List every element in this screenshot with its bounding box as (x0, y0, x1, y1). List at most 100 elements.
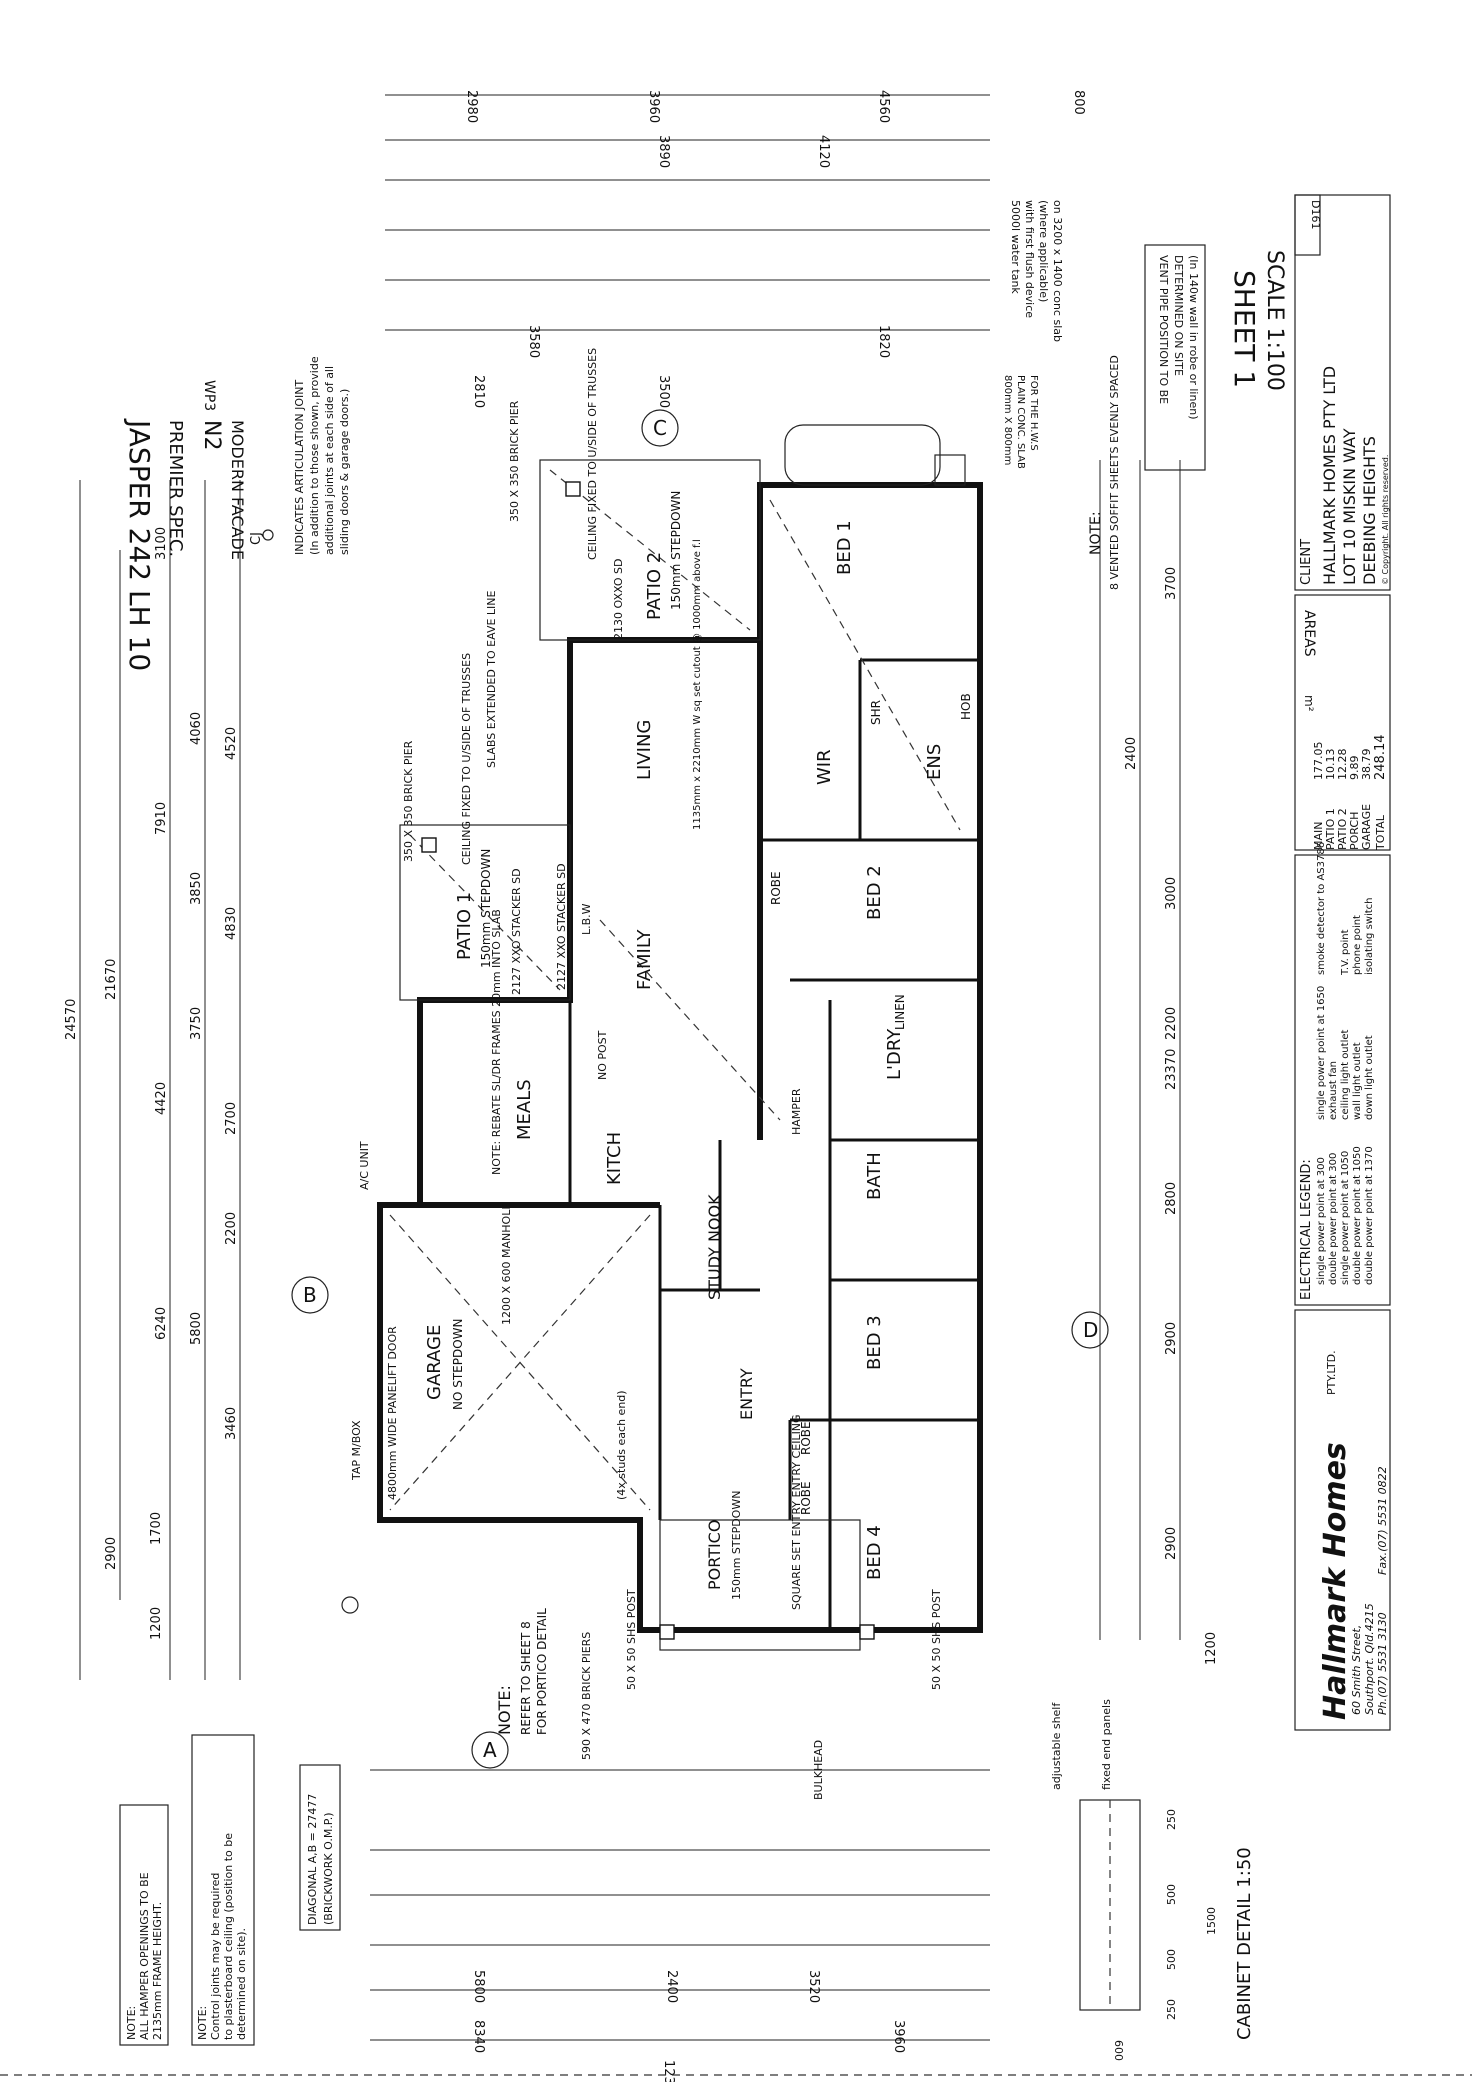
dim-right-r1-1: 2980 (464, 90, 479, 123)
title-block: JASPER 242 LH 10 PREMIER SPEC. N2 WP3 MO… (123, 380, 247, 671)
dim-top-r3-2: 2200 (224, 1212, 239, 1245)
dim-right-r3-3: 3500 (656, 375, 671, 408)
garage-door-label: 4800mm WIDE PANELIFT DOOR (386, 1326, 399, 1500)
room-bed2: BED 2 (864, 865, 885, 920)
dim-top-r2-3: 5800 (189, 1312, 204, 1345)
vent-note-0: VENT PIPE POSITION TO BE (1157, 255, 1170, 404)
room-wir: WIR (814, 749, 835, 785)
control-note-0: NOTE: (196, 2006, 209, 2040)
articulation-line-3: sliding doors & garage doors.) (338, 389, 351, 555)
manhole-label: 1200 X 600 MANHOLE (500, 1203, 513, 1325)
dim-right-r2-2: 4120 (816, 135, 831, 168)
articulation-note: CJ INDICATES ARTICULATION JOINT (In addi… (249, 356, 351, 555)
cabinet-dim-2: 500 (1165, 1884, 1178, 1905)
dim-left-r2-3: 3520 (806, 1970, 821, 2003)
room-linen: LINEN (893, 994, 907, 1030)
portico (659, 1519, 875, 1651)
project-n2: N2 (199, 420, 224, 450)
hws-note-1: PLAIN CONC. SLAB (1015, 375, 1026, 469)
brick-pier-1 (421, 837, 437, 853)
area-val-4: 38.79 (1360, 749, 1373, 781)
legend-title: ELECTRICAL LEGEND: (1299, 1159, 1314, 1300)
soffit-note-1: 8 VENTED SOFFIT SHEETS EVENLY SPACED (1108, 355, 1121, 590)
portico-note: NOTE: REFER TO SHEET 8 FOR PORTICO DETAI… (495, 1608, 549, 1735)
area-name-3: PORCH (1348, 812, 1361, 850)
room-hob: HOB (959, 693, 973, 720)
sheet-block: SHEET 1 SCALE 1:100 (1228, 250, 1287, 391)
dim-bottom-r1-3: 2800 (1164, 1182, 1179, 1215)
client-copyright: © Copyright. All rights reserved. (1381, 455, 1390, 585)
room-bed4: BED 4 (864, 1525, 885, 1580)
dimension-lines (79, 94, 1181, 2041)
dim-bottom-r1-4: 2200 (1164, 1007, 1179, 1040)
shs-post-label-2: 50 X 50 SHS POST (930, 1589, 943, 1690)
living-window-label: 1135mm x 2210mm W sq set cutout @ 1000mm… (692, 539, 703, 830)
dim-top-r2-1: 1700 (149, 1512, 164, 1545)
plan-labels: 4800mm WIDE PANELIFT DOOR (4x studs each… (350, 348, 943, 1800)
dim-left-r2-2: 2400 (664, 1970, 679, 2003)
control-note-1: Control joints may be required (209, 1873, 222, 2040)
dim-top-r1-1: 6240 (154, 1307, 169, 1340)
room-patio2-sub: 150mm STEPDOWN (669, 491, 683, 610)
brand-addr2: Southport. Qld.4215 (1363, 1603, 1376, 1715)
hamper-note-0: NOTE: (125, 2006, 138, 2040)
diagonal-note-0: DIAGONAL A,B = 27477 (306, 1794, 319, 1925)
ceiling-label-2: CEILING FIXED TO U/SIDE OF TRUSSES (586, 348, 599, 560)
area-name-0: MAIN (1312, 822, 1325, 851)
room-ldry: L'DRY (884, 1028, 905, 1080)
cabinet-dim-1: 500 (1165, 1949, 1178, 1970)
hamper-note-2: 2135mm FRAME HEIGHT. (151, 1902, 164, 2040)
area-val-0: 177.05 (1312, 742, 1325, 781)
legend-item-2: single power point at 1050 (1340, 1151, 1351, 1285)
dimension-text: 24570 21670 2900 6240 4420 7910 3100 120… (64, 90, 1219, 2082)
slabs-label: SLABS EXTENDED TO EAVE LINE (485, 590, 498, 768)
electrical-legend: ELECTRICAL LEGEND: single power point at… (1294, 842, 1391, 1306)
tap-mbox-label: TAP M/BOX (350, 1420, 363, 1481)
client-code: D161 (1309, 200, 1322, 229)
cabinet-dim-0: 250 (1165, 1999, 1178, 2020)
articulation-line-0: INDICATES ARTICULATION JOINT (293, 379, 306, 555)
dim-right-r3-2: 3580 (526, 325, 541, 358)
control-note-3: determined on site). (235, 1928, 248, 2040)
dim-top-r3-3: 2700 (224, 1102, 239, 1135)
dim-right-r1-0: 800 (1071, 90, 1086, 115)
grid-marker-d: D (1083, 1318, 1098, 1342)
project-facade: MODERN FACADE (228, 420, 247, 560)
client-label: CLIENT (1299, 539, 1314, 585)
dim-top-r2-0: 1200 (149, 1607, 164, 1640)
hws-note-0: 800mm X 800mm (1002, 375, 1013, 465)
portico-note-0: NOTE: (495, 1685, 514, 1735)
client-block: D161 CLIENT HALLMARK HOMES PTY LTD LOT 1… (1294, 194, 1391, 591)
brick-pier-label-2: 350 X 350 BRICK PIER (508, 400, 521, 522)
brand-addr1: 60 Smith Street, (1350, 1625, 1363, 1715)
room-living: LIVING (634, 720, 655, 780)
tank-note-1: with first flush device (1023, 200, 1036, 318)
hamper-note-1: ALL HAMPER OPENINGS TO BE (138, 1872, 151, 2040)
dim-top-r1-4: 3100 (154, 527, 169, 560)
room-study: STUDY NOOK (705, 1194, 724, 1300)
ceiling-label-1: CEILING FIXED TO U/SIDE OF TRUSSES (460, 653, 473, 865)
legend-item-0: single power point at 300 (1316, 1157, 1327, 1285)
legend2-item-3: wall light outlet (1352, 1042, 1363, 1120)
dim-top-r3-1: 3460 (224, 1407, 239, 1440)
room-bath: BATH (864, 1152, 885, 1200)
client-suburb: DEEBING HEIGHTS (1360, 436, 1379, 585)
room-portico-sub: 150mm STEPDOWN (730, 1491, 743, 1600)
dim-right-r3-4: 1820 (876, 325, 891, 358)
hws-note-2: FOR THE H.W.S (1028, 375, 1039, 451)
left-notes: NOTE: ALL HAMPER OPENINGS TO BE 2135mm F… (119, 1734, 341, 2046)
tank-note-2: (where applicable) (1037, 200, 1050, 302)
room-patio1: PATIO 1 (454, 892, 475, 960)
dim-top-r1-3: 7910 (154, 802, 169, 835)
diagonal-note-1: (BRICKWORK O.M.P.) (322, 1812, 335, 1925)
legend3-item-1: T.V. point (1340, 929, 1351, 976)
cabinet-fixed: fixed end panels (1100, 1699, 1113, 1790)
areas-unit: m² (1302, 695, 1316, 712)
area-name-1: PATIO 1 (1324, 808, 1337, 850)
brick-pier-2 (565, 481, 581, 497)
shs-post-label-1: 50 X 50 SHS POST (625, 1589, 638, 1690)
legend2-item-0: single power point at 1650 (1316, 986, 1327, 1120)
cj-symbol: CJ (249, 532, 264, 545)
grid-markers: B C D A (291, 409, 1109, 1769)
